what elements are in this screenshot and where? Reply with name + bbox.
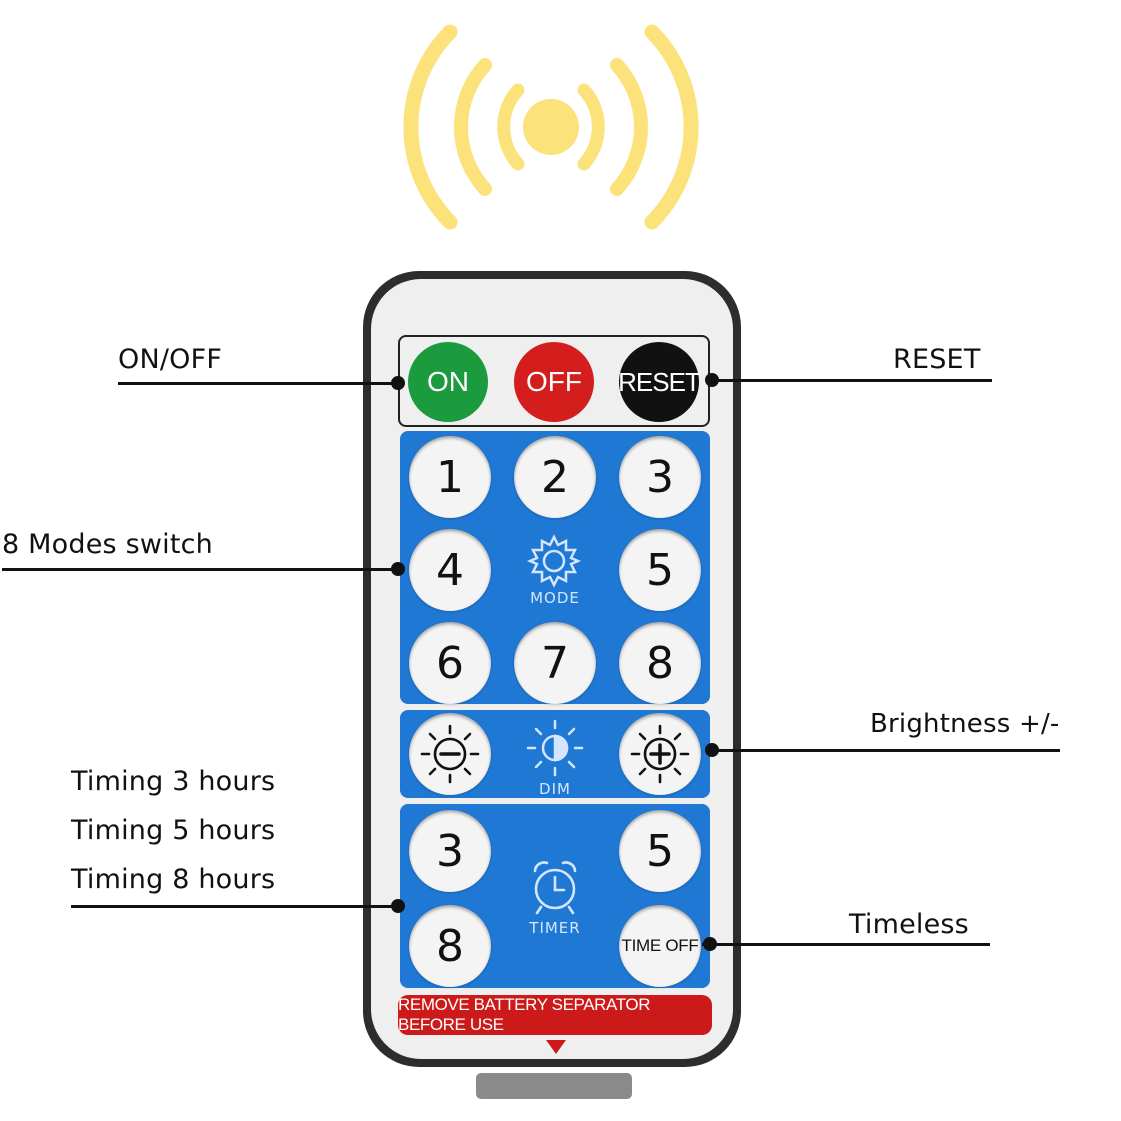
off-button[interactable]: OFF (514, 342, 594, 422)
timeless-annotation: Timeless (849, 909, 969, 940)
timing-3-annotation: Timing 3 hours (71, 766, 276, 797)
on-off-leader-dot (391, 376, 405, 390)
mode-button-2[interactable]: 2 (514, 436, 596, 518)
mode-button-8[interactable]: 8 (619, 622, 701, 704)
wireless-signal-icon (403, 24, 699, 230)
brightness-leader-dot (705, 743, 719, 757)
brightness-down-button[interactable] (409, 713, 491, 795)
timer-label: TIMER (529, 919, 581, 937)
reset-leader-dot (705, 373, 719, 387)
modes-leader-line (2, 568, 398, 571)
timing-5-annotation: Timing 5 hours (71, 815, 276, 846)
timer-8h-button[interactable]: 8 (409, 905, 491, 987)
mode-button-7[interactable]: 7 (514, 622, 596, 704)
timer-5h-button[interactable]: 5 (619, 810, 701, 892)
timing-8-annotation: Timing 8 hours (71, 864, 276, 895)
timing-leader-dot (391, 899, 405, 913)
reset-button[interactable]: RESET (618, 342, 701, 422)
sun-plus-icon (630, 724, 690, 784)
time-off-button[interactable]: TIME OFF (619, 905, 701, 987)
modes-leader-dot (391, 562, 405, 576)
brightness-up-button[interactable] (619, 713, 701, 795)
timer-3h-button[interactable]: 3 (409, 810, 491, 892)
on-button[interactable]: ON (408, 342, 488, 422)
reset-leader-line (712, 379, 992, 382)
brightness-annotation: Brightness +/- (870, 709, 1060, 739)
battery-separator-banner: REMOVE BATTERY SEPARATOR BEFORE USE (398, 995, 712, 1035)
mode-label: MODE (530, 589, 580, 607)
on-off-annotation: ON/OFF (118, 344, 223, 375)
on-off-leader-line (118, 382, 398, 385)
mode-button-4[interactable]: 4 (409, 529, 491, 611)
pull-arrow-icon (546, 1040, 566, 1054)
timing-leader-line (71, 905, 398, 908)
mode-button-3[interactable]: 3 (619, 436, 701, 518)
brightness-leader-line (712, 749, 1060, 752)
gear-icon (526, 534, 582, 588)
sun-minus-icon (420, 724, 480, 784)
dim-label: DIM (539, 780, 571, 798)
reset-annotation: RESET (893, 344, 981, 375)
battery-tab[interactable] (476, 1073, 632, 1099)
modes-annotation: 8 Modes switch (2, 529, 213, 560)
timeless-leader-dot (703, 937, 717, 951)
mode-button-1[interactable]: 1 (409, 436, 491, 518)
timeless-leader-line (702, 943, 990, 946)
half-sun-icon (526, 719, 584, 777)
alarm-clock-icon (533, 861, 577, 915)
mode-button-6[interactable]: 6 (409, 622, 491, 704)
mode-button-5[interactable]: 5 (619, 529, 701, 611)
